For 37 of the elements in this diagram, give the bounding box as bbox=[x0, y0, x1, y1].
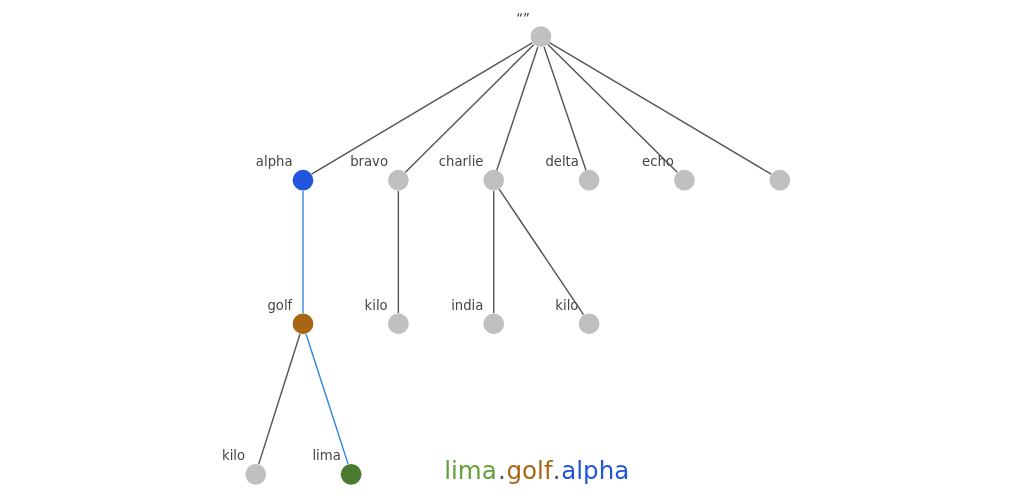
node-circle bbox=[578, 313, 599, 335]
connector bbox=[548, 42, 772, 175]
node-circle bbox=[530, 26, 551, 48]
node-circle bbox=[482, 169, 504, 191]
connector bbox=[397, 190, 399, 314]
connector bbox=[542, 46, 587, 171]
node-label: alpha bbox=[255, 154, 292, 170]
connector bbox=[497, 188, 584, 316]
node-circle bbox=[340, 464, 362, 485]
node-label: india bbox=[450, 297, 483, 313]
node-circle bbox=[482, 313, 504, 335]
node-label: kilo bbox=[221, 448, 245, 464]
connector bbox=[404, 44, 534, 173]
node-label: bravo bbox=[349, 154, 388, 170]
connector bbox=[546, 43, 678, 173]
connector bbox=[301, 190, 304, 314]
connector bbox=[304, 333, 349, 465]
node-label: “” bbox=[515, 10, 530, 26]
label: lima.golf.alpha bbox=[443, 456, 629, 486]
node-circle bbox=[387, 313, 409, 335]
connector bbox=[492, 190, 494, 314]
node-circle bbox=[292, 169, 313, 191]
node-circle bbox=[387, 169, 409, 191]
node-label: kilo bbox=[364, 297, 388, 313]
node-label: delta bbox=[544, 154, 579, 170]
node-label: golf bbox=[266, 297, 292, 313]
connector bbox=[310, 42, 533, 175]
node-circle bbox=[292, 313, 313, 335]
connector bbox=[257, 333, 301, 465]
node-circle bbox=[244, 464, 266, 485]
node-label: charlie bbox=[438, 154, 483, 170]
node-circle bbox=[673, 169, 695, 191]
node-label: kilo bbox=[554, 297, 578, 313]
connector bbox=[495, 46, 539, 171]
node-circle bbox=[578, 169, 599, 191]
node-label: lima bbox=[311, 448, 341, 464]
node-circle bbox=[768, 169, 790, 191]
